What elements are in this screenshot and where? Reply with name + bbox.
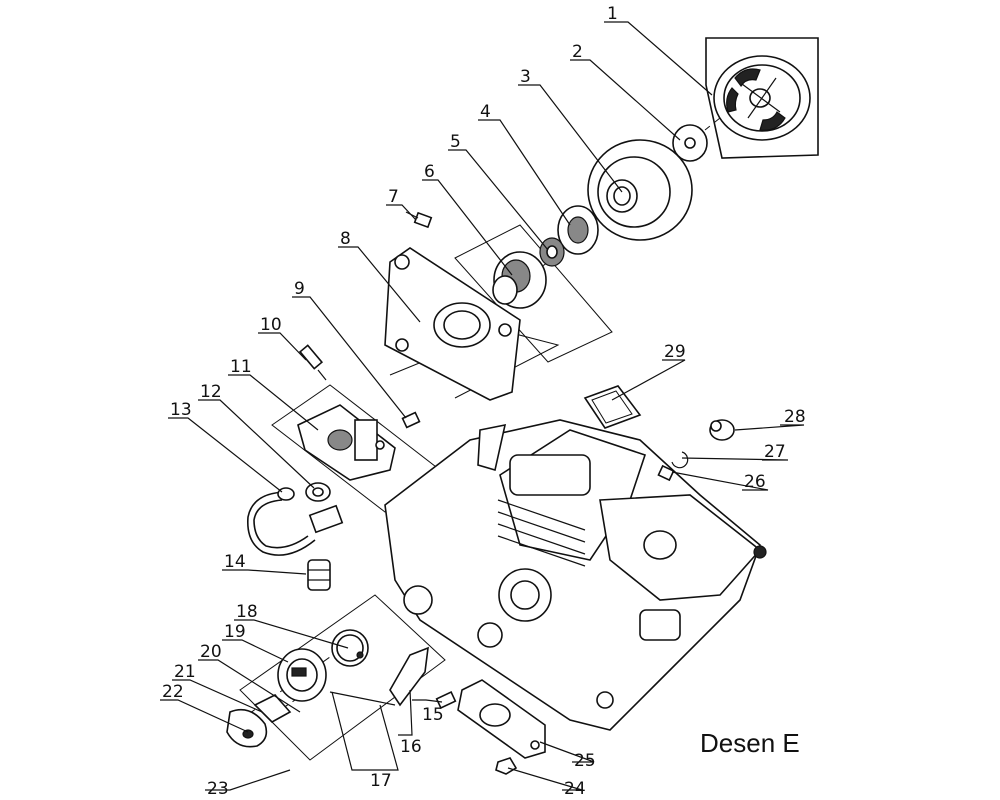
callout-25: 25 (574, 751, 596, 771)
oil-pump-part (297, 404, 396, 481)
callout-11: 11 (230, 357, 252, 377)
callout-17: 17 (370, 771, 392, 791)
diagram-caption: Desen E (700, 728, 800, 758)
callout-8: 8 (340, 229, 351, 249)
callout-3: 3 (520, 67, 531, 87)
filter-pad-part (583, 385, 642, 429)
callout-9: 9 (294, 279, 305, 299)
worm-gear-part (492, 251, 547, 309)
callout-28: 28 (784, 407, 806, 427)
callout-5: 5 (450, 132, 461, 152)
callout-labels: 1 2 3 4 5 6 7 8 9 10 11 12 13 14 15 16 1… (162, 4, 806, 799)
cover-plate-part (384, 247, 521, 401)
engine-housing-part (384, 419, 767, 731)
rim-sprocket-part (557, 205, 599, 255)
callout-19: 19 (224, 622, 246, 642)
callout-10: 10 (260, 315, 282, 335)
callout-29: 29 (664, 342, 686, 362)
lower-assembly-parts (226, 629, 429, 748)
callout-20: 20 (200, 642, 222, 662)
screw-15-part (435, 691, 457, 709)
nut-part (495, 757, 518, 775)
needle-bearing-part (539, 237, 565, 267)
callout-2: 2 (572, 42, 583, 62)
callout-24: 24 (564, 779, 586, 799)
seal-ring-part (305, 482, 331, 502)
callout-22: 22 (162, 682, 184, 702)
callout-4: 4 (480, 102, 491, 122)
oil-hose-part (246, 487, 344, 556)
washer-part (672, 124, 708, 162)
screw-26-part (657, 464, 675, 482)
callout-14: 14 (224, 552, 246, 572)
callout-18: 18 (236, 602, 258, 622)
pin-part (298, 344, 327, 381)
callout-21: 21 (174, 662, 196, 682)
clutch-drum-part (587, 139, 693, 241)
callout-12: 12 (200, 382, 222, 402)
leader-lines (160, 21, 805, 791)
screw-7-part (405, 211, 433, 229)
callout-23: 23 (207, 779, 229, 799)
callout-7: 7 (388, 187, 399, 207)
callout-16: 16 (400, 737, 422, 757)
oil-filter-part (307, 559, 331, 591)
bushing-part (709, 419, 735, 441)
circlip-part (671, 451, 689, 469)
callout-6: 6 (424, 162, 435, 182)
callout-13: 13 (170, 400, 192, 420)
screw-9-part (401, 411, 421, 429)
lower-group-frame (239, 594, 446, 761)
clutch-part (713, 55, 811, 141)
gasket-part (457, 679, 546, 759)
callout-1: 1 (607, 4, 618, 24)
callout-26: 26 (744, 472, 766, 492)
callout-27: 27 (764, 442, 786, 462)
callout-15: 15 (422, 705, 444, 725)
